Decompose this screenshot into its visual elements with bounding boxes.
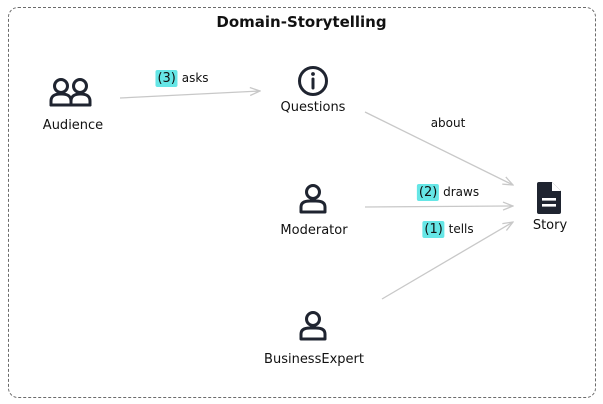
people-icon[interactable]: [48, 77, 94, 107]
node-label-business-expert: BusinessExpert: [264, 352, 364, 367]
diagram-title: Domain-Storytelling: [216, 13, 387, 31]
document-icon[interactable]: [535, 181, 563, 215]
info-circle-icon[interactable]: [297, 65, 329, 97]
node-label-questions: Questions: [280, 100, 346, 115]
edge-about[interactable]: [364, 111, 513, 185]
person-icon[interactable]: [297, 183, 329, 215]
activity-label: asks: [181, 71, 209, 85]
edge-draws[interactable]: [364, 206, 513, 207]
diagram-frame: [8, 7, 596, 398]
activity-label: about: [430, 116, 466, 130]
activity-label: draws: [443, 185, 480, 199]
edge-label-about: about: [431, 116, 466, 130]
sequence-number: (1): [422, 221, 445, 238]
activity-label: tells: [448, 222, 474, 236]
edge-tells[interactable]: [381, 222, 513, 300]
person-icon[interactable]: [297, 310, 329, 342]
sequence-number: (3): [155, 70, 178, 87]
node-label-story: Story: [532, 218, 568, 233]
edge-label-tells: (1) tells: [422, 221, 474, 238]
edge-label-draws: (2) draws: [416, 184, 480, 201]
edge-label-asks: (3) asks: [155, 70, 209, 87]
sequence-number: (2): [416, 184, 440, 201]
edge-asks[interactable]: [119, 91, 260, 99]
node-label-audience: Audience: [42, 118, 104, 133]
node-label-moderator: Moderator: [280, 223, 348, 238]
